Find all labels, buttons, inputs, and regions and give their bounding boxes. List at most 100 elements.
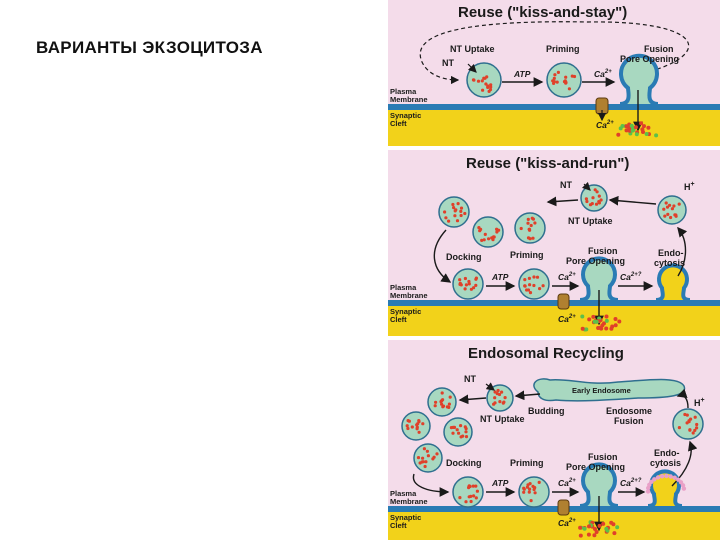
nt-dot <box>421 456 425 460</box>
nt-dot <box>416 422 420 426</box>
released-nt-cloud <box>580 314 622 332</box>
nt-dot <box>459 213 463 218</box>
nt-dot <box>526 221 530 225</box>
svg-text:Ca2+?: Ca2+? <box>620 272 642 282</box>
svg-text:Ca2+: Ca2+ <box>558 314 576 324</box>
nt-dot <box>483 232 487 236</box>
nt-dot <box>593 188 597 192</box>
label-ca-charge: 2+ <box>568 272 576 278</box>
nt-dot <box>531 484 535 488</box>
vesicle-docked <box>452 268 484 300</box>
nt-dot <box>416 456 421 460</box>
released-nt-dot <box>634 132 639 137</box>
arrow-budding <box>514 390 541 401</box>
nt-dot <box>666 212 670 216</box>
nt-dot <box>668 203 672 207</box>
coat-dot <box>659 474 665 479</box>
nt-dot <box>527 490 531 494</box>
nt-dot <box>552 76 556 80</box>
label-priming: Priming <box>546 44 580 54</box>
nt-dot <box>455 428 459 432</box>
nt-dot <box>467 279 471 284</box>
released-nt-cloud <box>616 121 659 138</box>
endocytosis-pit <box>647 469 683 508</box>
nt-dot <box>417 430 421 434</box>
nt-dot <box>495 227 499 231</box>
coat-dot <box>680 483 686 488</box>
nt-dot <box>526 288 531 292</box>
vesicle-pool-1 <box>427 387 457 417</box>
nt-dot <box>448 395 452 399</box>
nt-dot <box>572 74 577 79</box>
nt-dot <box>584 197 588 201</box>
nt-dot <box>552 81 556 85</box>
released-nt-dot <box>580 326 585 331</box>
nt-dot <box>500 390 504 394</box>
label-ca-cleft: Ca <box>558 314 569 324</box>
vesicle-primed <box>518 268 550 300</box>
endocytosis-pit <box>655 263 691 302</box>
label-plasma: Plasma <box>390 87 417 96</box>
nt-dot <box>406 426 410 431</box>
plasma-membrane <box>388 104 720 110</box>
label-atp: ATP <box>513 69 531 79</box>
nt-dot <box>420 460 424 464</box>
nt-dot <box>407 419 411 423</box>
panel-title: Reuse ("kiss-and-stay") <box>458 4 627 21</box>
label-ca-unknown-charge: 2+? <box>630 272 642 278</box>
coat-dot <box>649 479 654 484</box>
nt-dot <box>426 454 430 458</box>
nt-dot <box>459 283 463 287</box>
fusion-pore-vesicle <box>619 53 659 106</box>
nt-dot <box>695 426 699 430</box>
nt-dot <box>567 87 571 91</box>
label-fusion: Fusion <box>644 44 674 54</box>
nt-dot <box>523 284 527 288</box>
nt-dot <box>533 221 537 225</box>
nt-dot <box>672 204 676 208</box>
nt-dot <box>553 73 557 77</box>
label-cytosis: cytosis <box>650 458 681 468</box>
released-nt-dot <box>592 533 597 538</box>
calcium-channel <box>557 293 570 310</box>
released-nt-dot <box>610 324 615 329</box>
released-nt-cloud <box>578 520 620 538</box>
nt-dot <box>528 482 532 486</box>
label-budding: Budding <box>528 406 565 416</box>
label-atp: ATP <box>491 478 509 488</box>
nt-dot <box>405 424 409 428</box>
nt-dot <box>541 284 545 288</box>
released-nt-dot <box>586 532 591 537</box>
label-endosome: Endosome <box>606 406 652 416</box>
nt-dot <box>491 238 495 242</box>
nt-dot <box>687 420 691 424</box>
released-nt-dot <box>582 526 587 531</box>
nt-dot <box>433 404 437 408</box>
vesicle-pool-2 <box>472 216 504 248</box>
nt-dot <box>526 217 530 221</box>
nt-dot <box>474 277 478 281</box>
nt-dot <box>440 391 444 395</box>
coat-dot <box>652 477 657 482</box>
nt-dot <box>447 405 451 409</box>
label-priming: Priming <box>510 250 544 260</box>
nt-dot <box>673 213 677 217</box>
svg-text:Ca2+: Ca2+ <box>558 272 576 282</box>
recycle-dashed-loop <box>419 21 690 85</box>
nt-dot <box>459 209 463 213</box>
nt-dot <box>474 283 478 287</box>
label-pore-opening: Pore Opening <box>566 256 625 266</box>
arrow-to-pool <box>458 394 487 405</box>
nt-dot <box>677 426 681 430</box>
nt-dot <box>503 396 507 400</box>
nt-dot <box>464 500 468 504</box>
released-nt-dot <box>604 326 609 331</box>
released-nt-dot <box>594 530 599 534</box>
nt-dot <box>482 76 486 80</box>
nt-dot <box>588 203 593 207</box>
nt-dot <box>447 219 451 223</box>
nt-dot <box>464 283 468 287</box>
nt-dot <box>431 457 435 461</box>
svg-text:Ca2+: Ca2+ <box>558 478 576 488</box>
nt-dot <box>695 422 699 427</box>
